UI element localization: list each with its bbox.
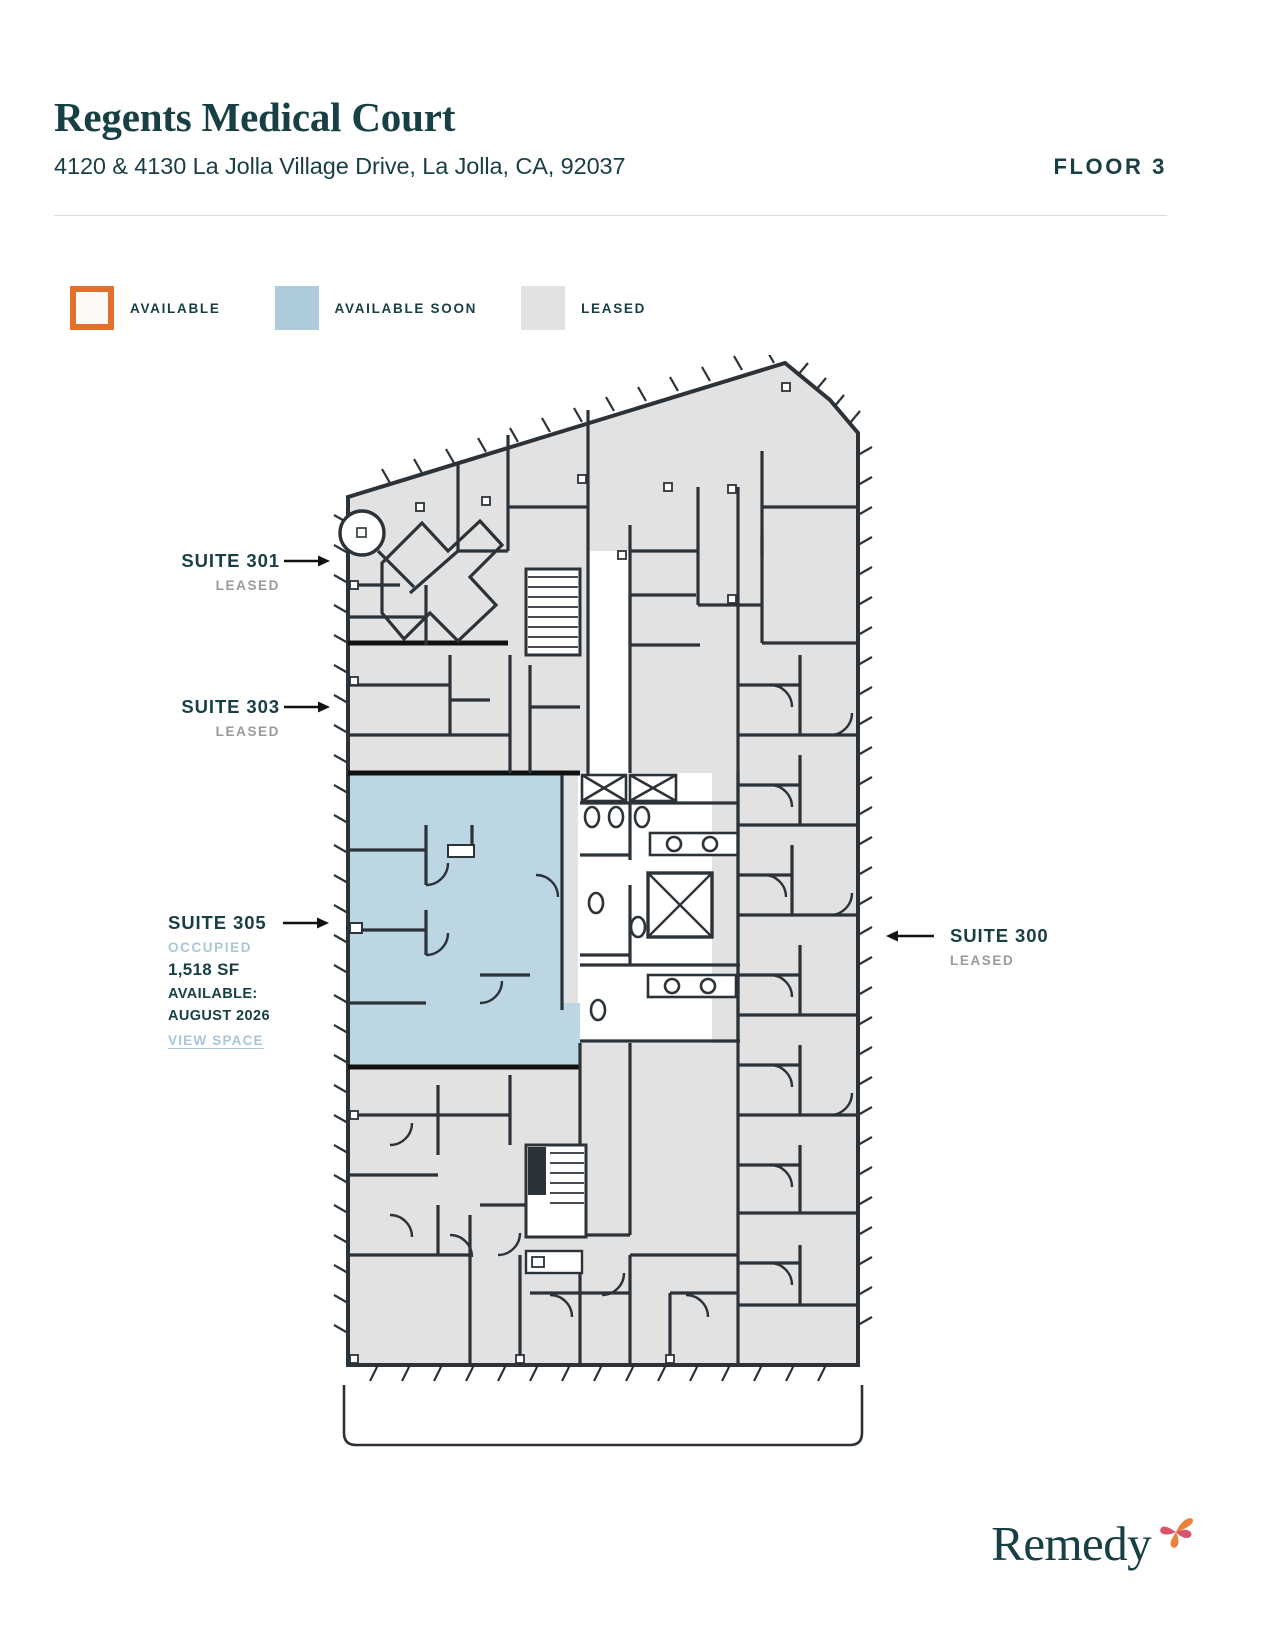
stairwell-south-icon	[524, 1143, 588, 1275]
suite-301-status: LEASED	[215, 578, 280, 593]
suite-301-name: SUITE 301	[181, 550, 280, 571]
remedy-wordmark: Remedy	[991, 1515, 1151, 1571]
header-subrow: 4120 & 4130 La Jolla Village Drive, La J…	[54, 153, 1167, 180]
suite-303-name: SUITE 303	[181, 696, 280, 717]
stairwell-north-icon	[524, 567, 582, 657]
swatch-leased-icon	[521, 286, 566, 330]
suite-305-status: OCCUPIED	[168, 940, 253, 955]
pinwheel-logo-icon	[1160, 1518, 1194, 1548]
page-title: Regents Medical Court	[54, 94, 456, 140]
interior-walls-suite-305	[348, 775, 564, 1010]
column-markers	[349, 382, 791, 1364]
wall-hatch-ticks	[333, 355, 873, 1382]
swatch-available-icon	[70, 286, 114, 330]
restroom-fixtures	[580, 773, 740, 1022]
callout-suite-303: SUITE 303 LEASED	[60, 696, 332, 739]
floor-plan-svg[interactable]	[330, 355, 890, 1455]
callout-suite-303-row: SUITE 303	[60, 696, 332, 718]
suite-300-name: SUITE 300	[950, 925, 1049, 946]
legend-item-available: AVAILABLE	[70, 286, 221, 330]
callout-suite-301-row: SUITE 301	[60, 550, 332, 572]
door-swings-south	[389, 1122, 710, 1318]
callout-suite-305: SUITE 305 OCCUPIED 1,518 SF AVAILABLE: A…	[168, 912, 438, 1048]
elevator-icon	[646, 871, 714, 939]
suite-305-square-feet: 1,518 SF	[168, 960, 240, 979]
arrow-right-icon	[284, 701, 330, 713]
legend: AVAILABLE AVAILABLE SOON LEASED	[70, 286, 646, 330]
floor-plan-drawing[interactable]	[330, 355, 890, 1455]
floor-label: FLOOR 3	[1053, 154, 1167, 180]
south-entry-canopy	[342, 1385, 864, 1447]
legend-item-leased: LEASED	[521, 286, 646, 330]
suite-305-available-label: AVAILABLE:	[168, 986, 258, 1002]
door-swings-suite-300	[763, 683, 854, 1286]
swatch-available-soon-icon	[274, 286, 319, 330]
suite-300-status: LEASED	[950, 953, 1015, 968]
header-divider	[54, 215, 1167, 216]
callout-suite-305-row: SUITE 305	[168, 912, 438, 934]
legend-label-available-soon: AVAILABLE SOON	[334, 300, 478, 316]
remedy-logo: Remedy	[991, 1511, 1197, 1575]
arrow-left-icon	[886, 930, 934, 942]
suite-305-available-date: AUGUST 2026	[168, 1007, 270, 1024]
property-address: 4120 & 4130 La Jolla Village Drive, La J…	[54, 153, 626, 180]
arrow-right-icon	[284, 555, 330, 567]
interior-walls-suite-303	[348, 655, 580, 773]
suite-305-fixtures	[349, 844, 475, 934]
door-swings-305	[425, 862, 560, 1005]
suite-303-status: LEASED	[215, 724, 280, 739]
callout-suite-300: SUITE 300 LEASED	[884, 925, 1164, 968]
legend-item-available-soon: AVAILABLE SOON	[274, 286, 478, 330]
callout-suite-300-row: SUITE 300	[884, 925, 1164, 947]
nw-rotunda-icon	[338, 509, 386, 557]
suite-divider-lines	[348, 640, 580, 1070]
angled-feature	[376, 518, 505, 644]
arrow-right-icon	[282, 917, 329, 929]
exterior-wall	[346, 360, 860, 1367]
callout-suite-301: SUITE 301 LEASED	[60, 550, 332, 593]
legend-label-leased: LEASED	[581, 300, 647, 316]
corridor-spine	[578, 551, 632, 1237]
suite-305-available-soon-area[interactable]	[350, 775, 580, 1067]
suite-305-view-space-link[interactable]: VIEW SPACE	[168, 1033, 264, 1049]
legend-label-available: AVAILABLE	[130, 300, 221, 316]
suite-305-name: SUITE 305	[168, 912, 267, 933]
page-header: Regents Medical Court 4120 & 4130 La Jol…	[54, 94, 1167, 180]
